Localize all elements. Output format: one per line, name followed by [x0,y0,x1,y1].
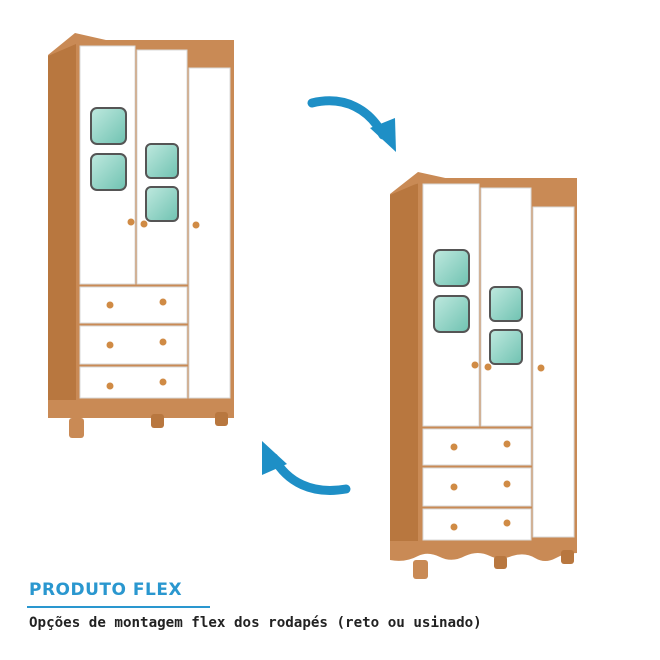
window-glass [145,186,179,222]
carved-plinth [390,541,577,561]
window-glass [489,286,523,322]
door-right [532,206,575,538]
curved-arrow-down-right [307,96,396,152]
foot [494,556,507,569]
knob [503,480,511,488]
knob [127,218,135,226]
foot [413,560,428,579]
knob [106,341,114,349]
knob [450,523,458,531]
straight-plinth [48,400,234,418]
wardrobe-side [390,183,418,555]
knob [159,378,167,386]
knob [192,221,200,229]
drawer [79,366,188,399]
foot [151,414,164,428]
knob [503,440,511,448]
wardrobe-side [48,44,76,418]
caption-subtitle: Opções de montagem flex dos rodapés (ret… [29,615,482,631]
drawer [79,286,188,324]
knob [159,298,167,306]
window-glass [489,329,523,365]
foot [69,418,84,438]
knob [106,301,114,309]
knob [106,382,114,390]
knob [503,519,511,527]
curved-arrow-up-left [262,441,351,495]
drawer [79,325,188,365]
knob [471,361,479,369]
knob [159,338,167,346]
drawer [422,428,532,466]
door-right [188,67,231,399]
knob [450,443,458,451]
drawer [422,508,532,541]
caption-title: PRODUTO FLEX [29,580,183,600]
window-glass [145,143,179,179]
wardrobe-straight-base [48,33,234,438]
caption-underline [27,606,210,608]
knob [140,220,148,228]
window-glass [433,249,470,287]
window-glass [433,295,470,333]
wardrobe-carved-base [390,172,577,579]
knob [537,364,545,372]
window-glass [90,153,127,191]
foot [561,550,574,564]
foot [215,412,228,426]
knob [484,363,492,371]
drawer [422,467,532,507]
knob [450,483,458,491]
window-glass [90,107,127,145]
